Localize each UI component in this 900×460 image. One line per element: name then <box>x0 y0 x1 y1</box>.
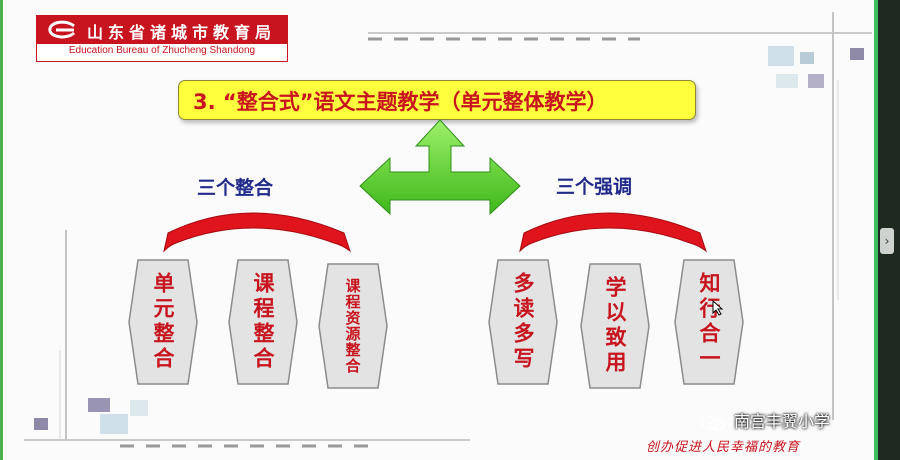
double-arrow-icon <box>359 119 521 216</box>
box-shape <box>674 259 744 385</box>
left-item-1-label: 单元整合 <box>151 272 176 372</box>
right-item-2-label: 学以致用 <box>603 276 628 376</box>
right-item-3: 知行合一 <box>674 258 744 386</box>
left-item-2-label: 课程整合 <box>251 272 276 372</box>
logo-banner <box>37 16 287 44</box>
right-item-1-label: 多读多写 <box>511 272 536 372</box>
right-item-3-label: 知行合一 <box>697 272 722 372</box>
box-shape <box>488 259 558 385</box>
left-window-edge <box>0 0 3 460</box>
box-shape <box>228 259 298 385</box>
left-item-2: 课程整合 <box>228 258 298 386</box>
logo-name-en: Education Bureau of Zhucheng Shandong <box>68 45 256 56</box>
box-shape <box>580 263 650 389</box>
wechat-watermark: 南宫丰翼小学 <box>700 408 830 432</box>
right-item-1: 多读多写 <box>488 258 558 386</box>
education-bureau-logo-mark <box>48 20 76 39</box>
left-heading: 三个整合 <box>197 177 274 199</box>
watermark-text: 南宫丰翼小学 <box>734 412 831 431</box>
side-panel: › <box>878 0 900 460</box>
slide-title: 3. “整合式”语文主题教学（单元整体教学） <box>193 90 608 114</box>
left-item-1: 单元整合 <box>128 258 198 386</box>
mouse-cursor-icon <box>712 300 724 316</box>
education-bureau-logo: 山东省诸城市教育局 Education Bureau of Zhucheng S… <box>36 15 288 62</box>
wechat-icon <box>701 415 725 431</box>
left-item-3-label: 课程资源整合 <box>343 278 362 374</box>
box-shape <box>128 259 198 385</box>
right-item-2: 学以致用 <box>580 262 650 390</box>
logo-name-cn: 山东省诸城市教育局 <box>87 23 277 42</box>
slogan: 创办促进人民幸福的教育 <box>646 440 801 455</box>
right-window-edge <box>874 0 878 460</box>
box-shape <box>318 263 388 389</box>
expand-arrow-icon[interactable]: › <box>880 228 894 254</box>
left-bracket-arc <box>163 212 351 253</box>
slide-title-box: 3. “整合式”语文主题教学（单元整体教学） <box>178 80 696 120</box>
right-bracket-arc <box>519 212 707 253</box>
right-heading: 三个强调 <box>556 176 633 198</box>
left-item-3: 课程资源整合 <box>318 262 388 390</box>
